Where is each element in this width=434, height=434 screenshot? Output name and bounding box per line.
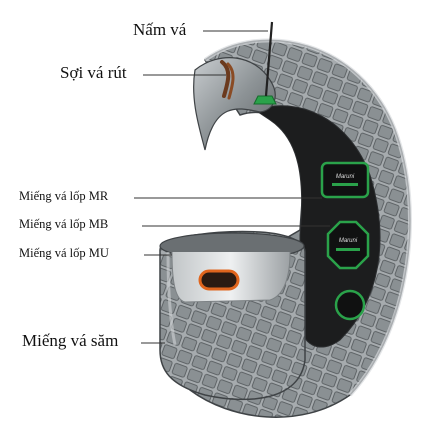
label-patch-mu: Miếng vá lốp MU bbox=[19, 246, 109, 260]
patch-mu bbox=[334, 289, 366, 321]
tube-patch bbox=[198, 269, 240, 291]
patch-mr-brand: Maruni bbox=[336, 174, 355, 180]
label-patch-mb: Miếng vá lốp MB bbox=[19, 217, 109, 231]
patch-mb-brand: Maruni bbox=[339, 238, 358, 244]
patch-mb: Maruni bbox=[326, 220, 370, 270]
patch-mr: Maruni bbox=[320, 161, 370, 199]
leader-lines bbox=[134, 30, 330, 344]
mushroom-plug bbox=[253, 21, 277, 105]
inner-tube bbox=[159, 230, 306, 401]
string-plug bbox=[220, 60, 235, 100]
label-nam-va: Nấm vá bbox=[133, 20, 187, 39]
label-soi-va-rut: Sợi vá rút bbox=[60, 63, 127, 82]
label-patch-mr: Miếng vá lốp MR bbox=[19, 189, 109, 203]
label-tube-patch: Miếng vá săm bbox=[22, 331, 119, 350]
